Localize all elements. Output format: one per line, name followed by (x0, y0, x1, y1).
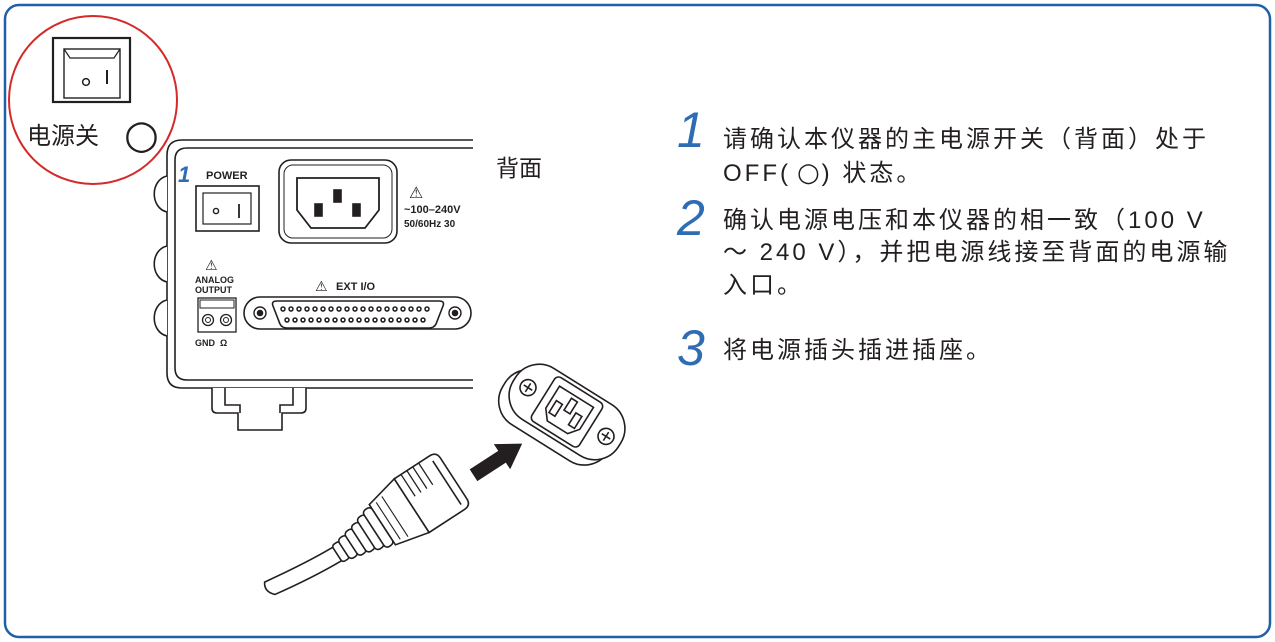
rating-frequency-power: 50/60Hz 30 (404, 219, 456, 230)
analog-label-line2: OUTPUT (195, 285, 233, 295)
power-plug-icon (263, 453, 470, 596)
panel-inner-edge (174, 147, 473, 381)
ext-io-connector-icon (243, 296, 472, 330)
side-bump (153, 245, 168, 283)
off-symbol-icon: ○ (796, 158, 820, 188)
step-text-line: 入口。 (723, 272, 804, 299)
power-label: POWER (206, 170, 248, 182)
step-text-line: OFF(○) 状态。 (723, 157, 923, 189)
panel-foot (211, 388, 307, 431)
callout-switch-icon (51, 36, 132, 104)
step-text-line: 将电源插头插进插座。 (723, 337, 993, 364)
callout-power-off-label: 电源关 (27, 122, 99, 150)
analog-output-terminal-icon (197, 297, 237, 333)
off-symbol-icon: ○ (124, 112, 159, 158)
off-state-prefix: OFF( (723, 160, 791, 187)
step-number: 1 (677, 102, 705, 158)
frame-border (3, 3, 1272, 639)
rear-panel-label: 背面 (496, 156, 542, 182)
insert-arrow-icon (469, 443, 523, 482)
power-switch-callout (8, 15, 178, 185)
step-number: 2 (677, 190, 705, 246)
step-number: 3 (677, 320, 705, 376)
warning-icon: ⚠ (205, 258, 218, 274)
off-state-suffix: ) 状态。 (821, 160, 924, 187)
power-inlet-icon (278, 159, 398, 244)
ext-io-label: EXT I/O (336, 281, 376, 293)
power-switch-icon (195, 185, 260, 232)
step-text-line: 确认电源电压和本仪器的相一致（100 V (723, 207, 1206, 234)
step-text-line: ～ 240 V），并把电源线接至背面的电源输 (723, 239, 1231, 266)
warning-icon: ⚠ (315, 279, 328, 295)
side-bump (153, 175, 168, 213)
panel-foot-detail (224, 388, 294, 413)
highlight-circle (8, 15, 178, 185)
warning-icon: ⚠ (409, 183, 423, 202)
rating-voltage: ~100–240V (404, 204, 461, 216)
power-cord (263, 546, 343, 596)
side-bump (153, 299, 168, 337)
ac-inlet-icon (497, 363, 626, 466)
analog-label-line1: ANALOG (195, 275, 234, 285)
analog-terminal-labels: GND Ω (195, 338, 227, 348)
power-step-marker: 1 (178, 162, 190, 187)
device-rear-panel: 1 POWER 2 ⚠ ~100–240V 50/60Hz 30 ⚠ ANALO… (153, 139, 473, 431)
step-text-line: 请确认本仪器的主电源开关（背面）处于 (723, 126, 1209, 153)
